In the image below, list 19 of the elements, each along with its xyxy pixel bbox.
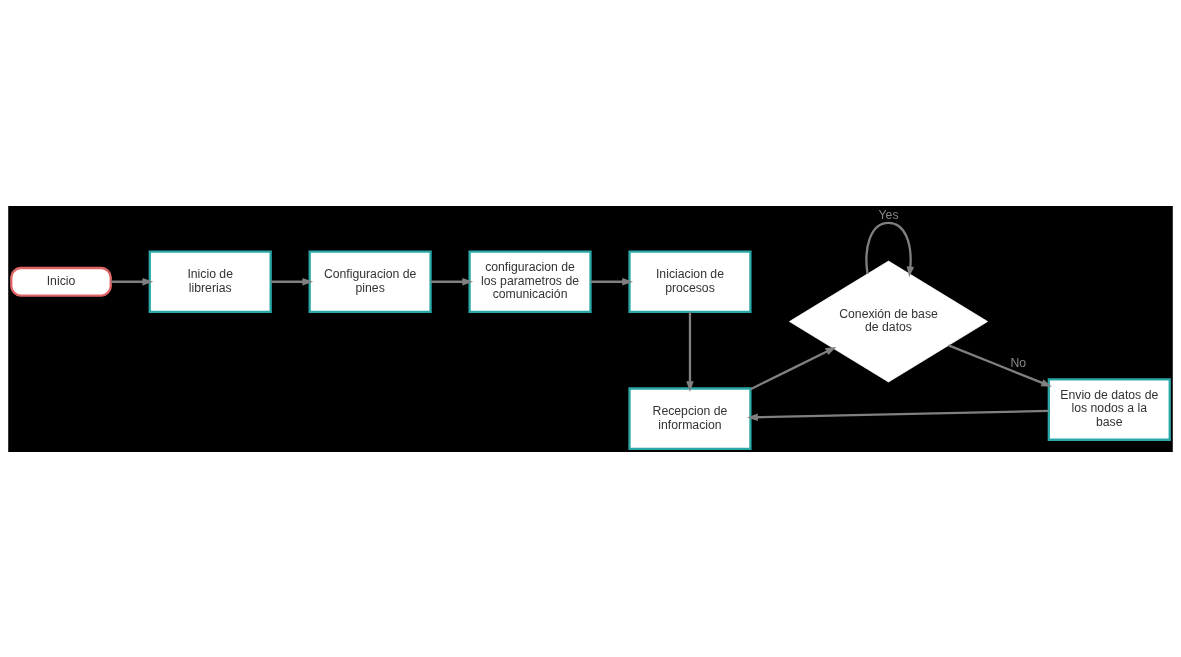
arrow	[430, 277, 474, 285]
node-box: configuracion de los parametros de comunicación	[468, 249, 592, 313]
arrow	[686, 311, 694, 392]
node-box: Envio de datos de los nodos a la base	[1047, 377, 1171, 441]
edge-label: No	[1010, 355, 1027, 370]
arrow	[747, 409, 1049, 421]
node-box: Inicio de librerias	[148, 249, 272, 313]
arrow	[110, 277, 154, 285]
node-diamond: Conexión de base de datos	[789, 260, 988, 382]
arrow	[590, 277, 633, 285]
node-box: Iniciacion de procesos	[628, 249, 752, 313]
arrow	[865, 221, 915, 277]
node-box: Configuracion de pines	[308, 249, 432, 313]
edge-label: Yes	[878, 207, 899, 222]
arrow	[270, 277, 314, 285]
node-box: Inicio	[10, 266, 112, 297]
arrow	[948, 343, 1052, 387]
arrow	[750, 346, 837, 390]
node-box: Recepcion de informacion	[628, 386, 752, 450]
